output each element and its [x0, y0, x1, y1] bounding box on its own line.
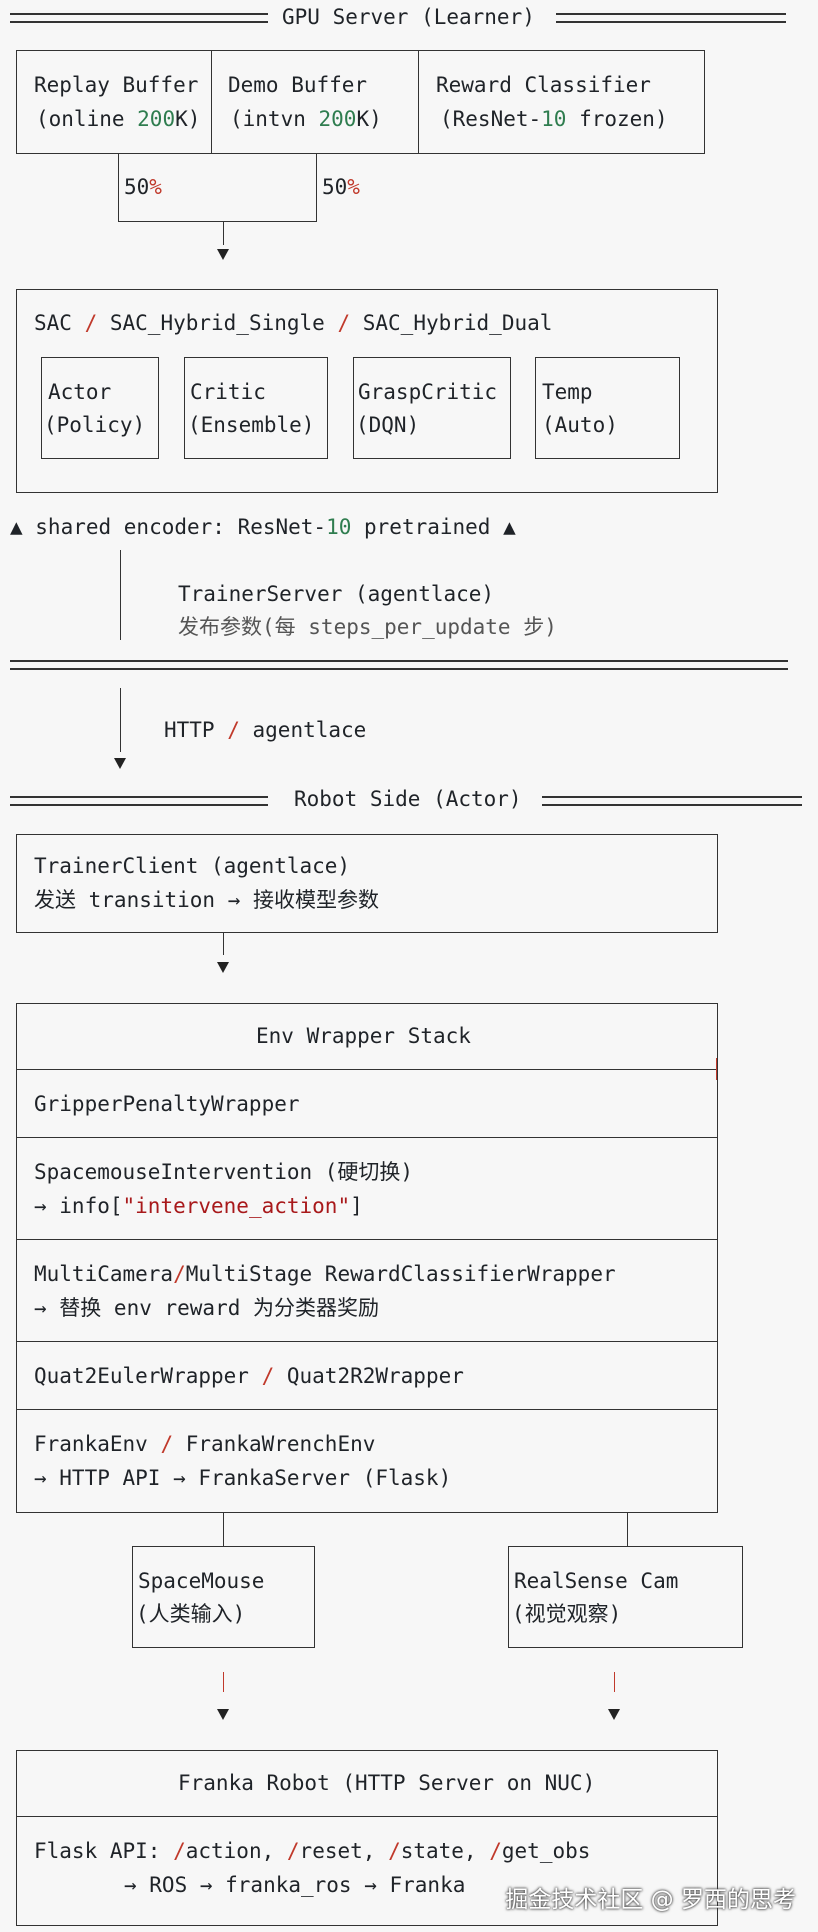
realsense-arrow-icon — [608, 1709, 620, 1720]
trainer-server-line — [120, 550, 121, 640]
demo-buffer-detail: (intvn 200K) — [230, 107, 382, 131]
trainer-client-note: 发送 transition → 接收模型参数 — [34, 888, 380, 912]
franka-env-wrapper: FrankaEnv / FrankaWrenchEnv — [34, 1432, 376, 1456]
gpu-server-title: GPU Server (Learner) — [282, 5, 535, 29]
graspcritic-module-sub: (DQN) — [356, 413, 420, 437]
gpu-header-rule-right — [556, 13, 786, 23]
replay-buffer-detail: (online 200K) — [36, 107, 201, 131]
algo-box — [16, 289, 718, 493]
spacemouse-note: (人类输入) — [136, 1602, 246, 1626]
spacemouse-box — [132, 1546, 315, 1648]
temp-module-label: Temp — [542, 380, 593, 404]
franka-chain-label: → ROS → franka_ros → Franka — [124, 1873, 466, 1897]
ratio-merge-line — [118, 221, 317, 222]
replay-buffer-label: Replay Buffer — [34, 73, 199, 97]
spacemouse-stem — [223, 1513, 224, 1547]
env-wrapper-stack-box — [16, 1003, 718, 1513]
spacemouse-arrow-icon — [217, 1709, 229, 1720]
graspcritic-module-label: GraspCritic — [358, 380, 498, 404]
ratio-left-line — [118, 154, 119, 222]
stack-divider-5 — [16, 1409, 718, 1410]
stack-divider-4 — [16, 1341, 718, 1342]
franka-api-label: Flask API: /action, /reset, /state, /get… — [34, 1839, 591, 1863]
franka-divider — [16, 1816, 718, 1817]
temp-module-box — [535, 357, 680, 459]
spacemouse-intervention-wrapper: SpacemouseIntervention (硬切换) — [34, 1160, 414, 1184]
env-wrapper-stack-title: Env Wrapper Stack — [256, 1024, 471, 1048]
ratio-left-label: 50% — [124, 175, 162, 199]
ratio-merge-arrow-icon — [217, 249, 229, 260]
reward-classifier-detail: (ResNet-10 frozen) — [440, 107, 668, 131]
trainer-client-arrow-icon — [217, 962, 229, 973]
critic-module-label: Critic — [190, 380, 266, 404]
actor-module-label: Actor — [48, 380, 112, 404]
trainer-client-label: TrainerClient (agentlace) — [34, 854, 351, 878]
franka-env-wrapper-note: → HTTP API → FrankaServer (Flask) — [34, 1466, 452, 1490]
buffers-divider-1 — [211, 50, 212, 154]
ratio-right-label: 50% — [322, 175, 360, 199]
buffers-divider-2 — [418, 50, 419, 154]
buffers-box — [16, 50, 705, 154]
realsense-stem — [627, 1513, 628, 1547]
realsense-box — [508, 1546, 743, 1648]
gpu-header-rule-left — [10, 13, 268, 23]
spacemouse-intervention-note: → info["intervene_action"] — [34, 1194, 363, 1218]
quat-wrapper: Quat2EulerWrapper / Quat2R2Wrapper — [34, 1364, 464, 1388]
franka-robot-title: Franka Robot (HTTP Server on NUC) — [178, 1771, 596, 1795]
realsense-down-line — [614, 1672, 615, 1692]
ratio-right-line — [316, 154, 317, 222]
reward-classifier-wrapper-note: → 替换 env reward 为分类器奖励 — [34, 1296, 380, 1320]
gpu-section-end-rule — [10, 660, 788, 670]
demo-buffer-label: Demo Buffer — [228, 73, 368, 97]
trainer-client-box — [16, 834, 718, 933]
shared-encoder-label: ▲ shared encoder: ResNet-10 pretrained ▲ — [10, 515, 516, 539]
http-link-arrow-icon — [114, 758, 126, 769]
spacemouse-label: SpaceMouse — [138, 1569, 265, 1593]
trainer-server-note: 发布参数(每 steps_per_update 步) — [178, 615, 557, 639]
stack-divider-1 — [16, 1069, 718, 1070]
robot-header-rule-right — [542, 796, 802, 806]
reward-classifier-label: Reward Classifier — [436, 73, 651, 97]
franka-robot-box — [16, 1750, 718, 1926]
ratio-merge-stem — [223, 221, 224, 245]
robot-header-rule-left — [10, 796, 268, 806]
realsense-label: RealSense Cam — [514, 1569, 679, 1593]
actor-module-sub: (Policy) — [44, 413, 146, 437]
stack-divider-1-right-mark — [716, 1058, 717, 1080]
actor-module-box — [41, 357, 159, 459]
spacemouse-down-line — [223, 1672, 224, 1692]
graspcritic-module-box — [353, 357, 511, 459]
trainer-server-label: TrainerServer (agentlace) — [178, 582, 495, 606]
stack-divider-3 — [16, 1239, 718, 1240]
watermark: 掘金技术社区 @ 罗西的思考 — [505, 1887, 796, 1913]
stack-divider-2 — [16, 1137, 718, 1138]
realsense-note: (视觉观察) — [512, 1602, 622, 1626]
temp-module-sub: (Auto) — [542, 413, 618, 437]
critic-module-sub: (Ensemble) — [188, 413, 315, 437]
http-link-label: HTTP / agentlace — [164, 718, 367, 742]
trainer-client-stem — [223, 933, 224, 955]
robot-side-title: Robot Side (Actor) — [294, 787, 522, 811]
gripper-penalty-wrapper: GripperPenaltyWrapper — [34, 1092, 300, 1116]
algo-label: SAC / SAC_Hybrid_Single / SAC_Hybrid_Dua… — [34, 311, 553, 335]
critic-module-box — [184, 357, 328, 459]
reward-classifier-wrapper: MultiCamera/MultiStage RewardClassifierW… — [34, 1262, 616, 1286]
http-link-line — [120, 688, 121, 752]
